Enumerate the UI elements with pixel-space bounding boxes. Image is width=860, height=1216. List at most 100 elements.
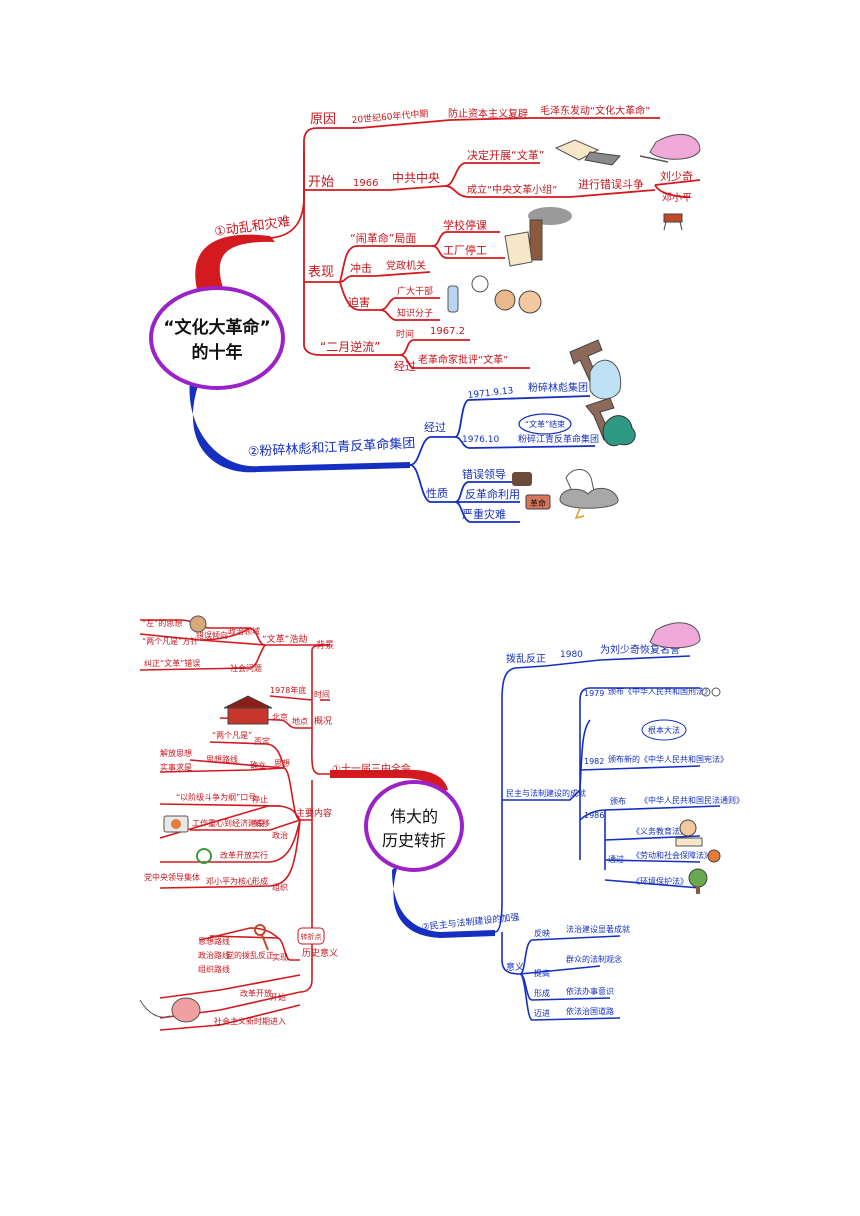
map2-pol: 政治 xyxy=(272,830,288,840)
map2-law: 民主与法制建设的成就 xyxy=(506,788,586,798)
map2-gen-place: 北京 xyxy=(272,712,288,722)
map1-reason: 原因 xyxy=(310,112,336,127)
map2-s1a: 党的拨乱反正 xyxy=(226,950,274,960)
map1-start-year: 1966 xyxy=(353,178,378,189)
map2-gen-place-label: 地点 xyxy=(292,716,308,726)
map2-s3a: 社会主义新时期 xyxy=(214,1016,270,1026)
map1-branch2-label: ②粉碎林彪和江青反革命集团 xyxy=(247,435,415,460)
map1-start-1: 决定开展“文革” xyxy=(467,148,544,162)
map2-t2c: 思想路线 xyxy=(206,754,238,764)
map1-nature-1: 错误领导 xyxy=(462,467,506,481)
stool-icon xyxy=(663,213,683,231)
map1-nature-3: 严重灾难 xyxy=(462,507,506,521)
map2-t2a: 解放思想 xyxy=(160,748,192,758)
map1-feb-time: 1967.2 xyxy=(430,326,465,337)
map2-sig: 历史意义 xyxy=(302,947,338,959)
map1-feb-proc: 老革命家批评“文革” xyxy=(418,353,508,366)
map2-fix-year: 1980 xyxy=(560,650,583,660)
map1-date2: 1976.10 xyxy=(462,435,499,445)
map1-start-org: 中共中央 xyxy=(392,170,440,185)
map2-law3: 《中华人民共和国民法通则》 xyxy=(640,795,744,805)
map2-s3: 进入 xyxy=(270,1017,286,1026)
map2-t1a: “两个凡是” xyxy=(212,731,252,740)
map1-start: 开始 xyxy=(308,175,334,190)
map1-perf: 表现 xyxy=(308,265,334,280)
piggy-bank-icon xyxy=(139,997,201,1023)
map2-y1979: 1979 xyxy=(584,689,604,698)
map1-sign-text: 革命 xyxy=(530,498,546,508)
map2-right-branch: ②民主与法制建设的加强 xyxy=(421,911,520,933)
map1-perf-b1: 党政机关 xyxy=(386,259,426,272)
map2-gen-time: 1978年底 xyxy=(270,685,306,695)
map2-center-node xyxy=(364,780,464,872)
map2-bg-a1a: “左”的思想 xyxy=(142,618,182,628)
map2-m3a: 依法办事意识 xyxy=(566,986,614,996)
factory-icon xyxy=(504,207,572,267)
map1-victim-2: 邓小平 xyxy=(662,192,692,204)
map1-reason-1: 防止资本主义复辟 xyxy=(448,107,528,120)
map2: 伟大的 历史转折 ①十一届三中全会 背景 “文革”浩劫 政治领域 “左”的思想 … xyxy=(139,615,744,1031)
map1-perf-c2: 知识分子 xyxy=(397,307,433,319)
map2-blue-trunk xyxy=(392,865,495,938)
map1-red-branches xyxy=(269,117,701,369)
map2-y1986: 1986 xyxy=(584,811,604,820)
map2-mean: 意义 xyxy=(506,961,524,973)
map2-org: 组织 xyxy=(272,882,288,892)
map1-feb-time-label: 时间 xyxy=(396,328,414,340)
map1-date1: 1971.9.13 xyxy=(467,386,514,401)
map1-victim-1: 刘少奇 xyxy=(660,170,693,183)
map1-nature: 性质 xyxy=(426,486,448,500)
map2-m3: 形成 xyxy=(534,988,550,998)
map2-bg-a1b: “两个凡是”方针 xyxy=(142,636,198,646)
map2-m2a: 群众的法制观念 xyxy=(566,954,622,964)
skull-icon xyxy=(512,472,532,486)
map2-bg-a1: 政治领域 xyxy=(228,626,260,636)
map2-p1a: “以阶级斗争为纲”口号 xyxy=(176,792,256,802)
map2-bg-a1c: 错误倾向 xyxy=(196,630,228,640)
map2-m2: 提高 xyxy=(534,968,550,978)
map2-center-line1: 伟大的 xyxy=(390,807,438,826)
map2-s1: 实现 xyxy=(272,952,288,962)
map2-center-line2: 历史转折 xyxy=(382,831,446,850)
map2-issue: 颁布 xyxy=(610,796,626,806)
reading-person-icon xyxy=(675,819,703,847)
map1-reason-2: 毛泽东发动“文化大革命” xyxy=(540,104,650,117)
map2-p2: 转移 xyxy=(254,818,270,828)
map2-gen: 概况 xyxy=(314,715,332,727)
map2-t2: 确立 xyxy=(250,760,266,770)
handcuffs-icon xyxy=(701,687,721,697)
map2-s2a: 改革开放 xyxy=(240,988,272,998)
map2-sig-tag: 转折点 xyxy=(301,932,322,941)
map1-perf-c1: 广大干部 xyxy=(397,285,433,297)
map2-s2: 开始 xyxy=(270,992,286,1002)
map2-law1: 颁布《中华人民共和国刑法》 xyxy=(608,686,712,696)
map1-nature-2: 反革命利用 xyxy=(465,487,520,501)
map1-perf-a2: 工厂停工 xyxy=(443,243,487,257)
map2-p1: 停止 xyxy=(252,794,268,804)
gate-building-icon xyxy=(223,695,273,725)
sign-icon: 革命 xyxy=(525,494,551,510)
map1-end-bubble xyxy=(518,413,572,435)
map2-p2a: 工作重心到经济建设 xyxy=(192,818,264,828)
map2-red-trunk xyxy=(330,769,448,792)
hammer-blob-icon xyxy=(585,397,636,447)
map2-bg-a2: 社会问题 xyxy=(230,663,262,673)
map1-center-node xyxy=(149,286,285,390)
book-icon xyxy=(554,139,621,166)
map2-bubble xyxy=(641,719,687,741)
map2-m4: 迈进 xyxy=(534,1009,550,1018)
map2-thought: 思想 xyxy=(274,758,290,768)
map2-blue-branches xyxy=(494,655,721,1021)
map2-y1982: 1982 xyxy=(584,757,604,766)
map2-sig-tag-box xyxy=(297,927,325,945)
rice-bowl-icon xyxy=(639,133,701,163)
snail-icon xyxy=(189,615,207,633)
map2-p3: 实行 xyxy=(252,850,268,860)
map1-event1: 粉碎林彪集团 xyxy=(528,381,588,394)
map1-start-3: 进行错误斗争 xyxy=(578,177,644,191)
map2-bg-a2a: 纠正“文革”错误 xyxy=(144,658,200,668)
map1-center-line2: 的十年 xyxy=(192,342,243,363)
map2-main: 主要内容 xyxy=(296,807,332,819)
map1-feb: “二月逆流” xyxy=(320,339,380,354)
